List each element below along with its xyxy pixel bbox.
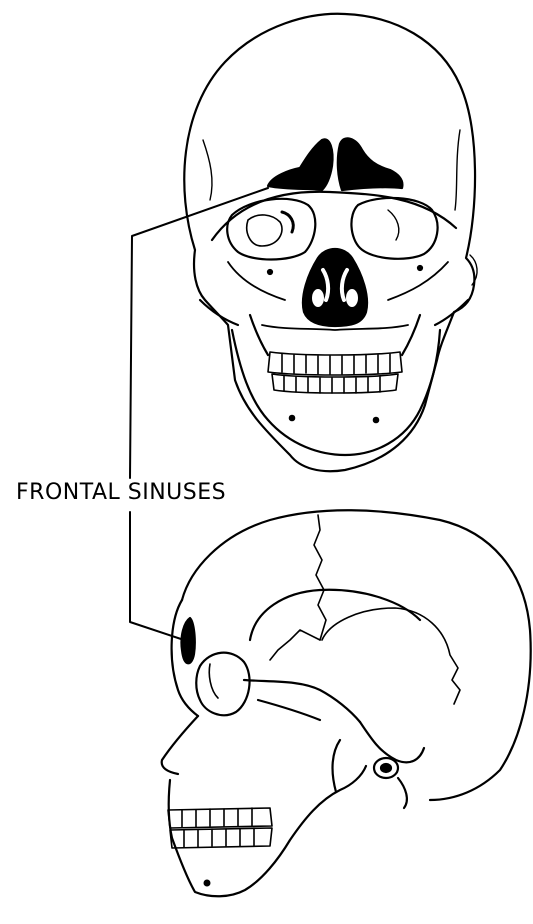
frontal-sinus-right [338, 138, 403, 190]
lateral-upper-teeth [168, 808, 272, 828]
frontal-skull [184, 14, 477, 471]
frontal-cranium-outline [184, 14, 475, 471]
upper-teeth [268, 352, 402, 375]
lateral-orbit [196, 653, 249, 716]
frontal-sinus-left [268, 139, 333, 190]
lateral-skull [162, 510, 531, 896]
coronal-suture [314, 515, 326, 640]
lateral-lower-teeth [170, 828, 272, 848]
brow-ridge [212, 192, 456, 240]
frontal-sinuses-label: FRONTAL SINUSES [16, 480, 226, 505]
lower-teeth [272, 374, 398, 393]
lateral-mandible [172, 766, 366, 896]
left-orbit [227, 199, 315, 260]
nasal-aperture [303, 249, 367, 326]
